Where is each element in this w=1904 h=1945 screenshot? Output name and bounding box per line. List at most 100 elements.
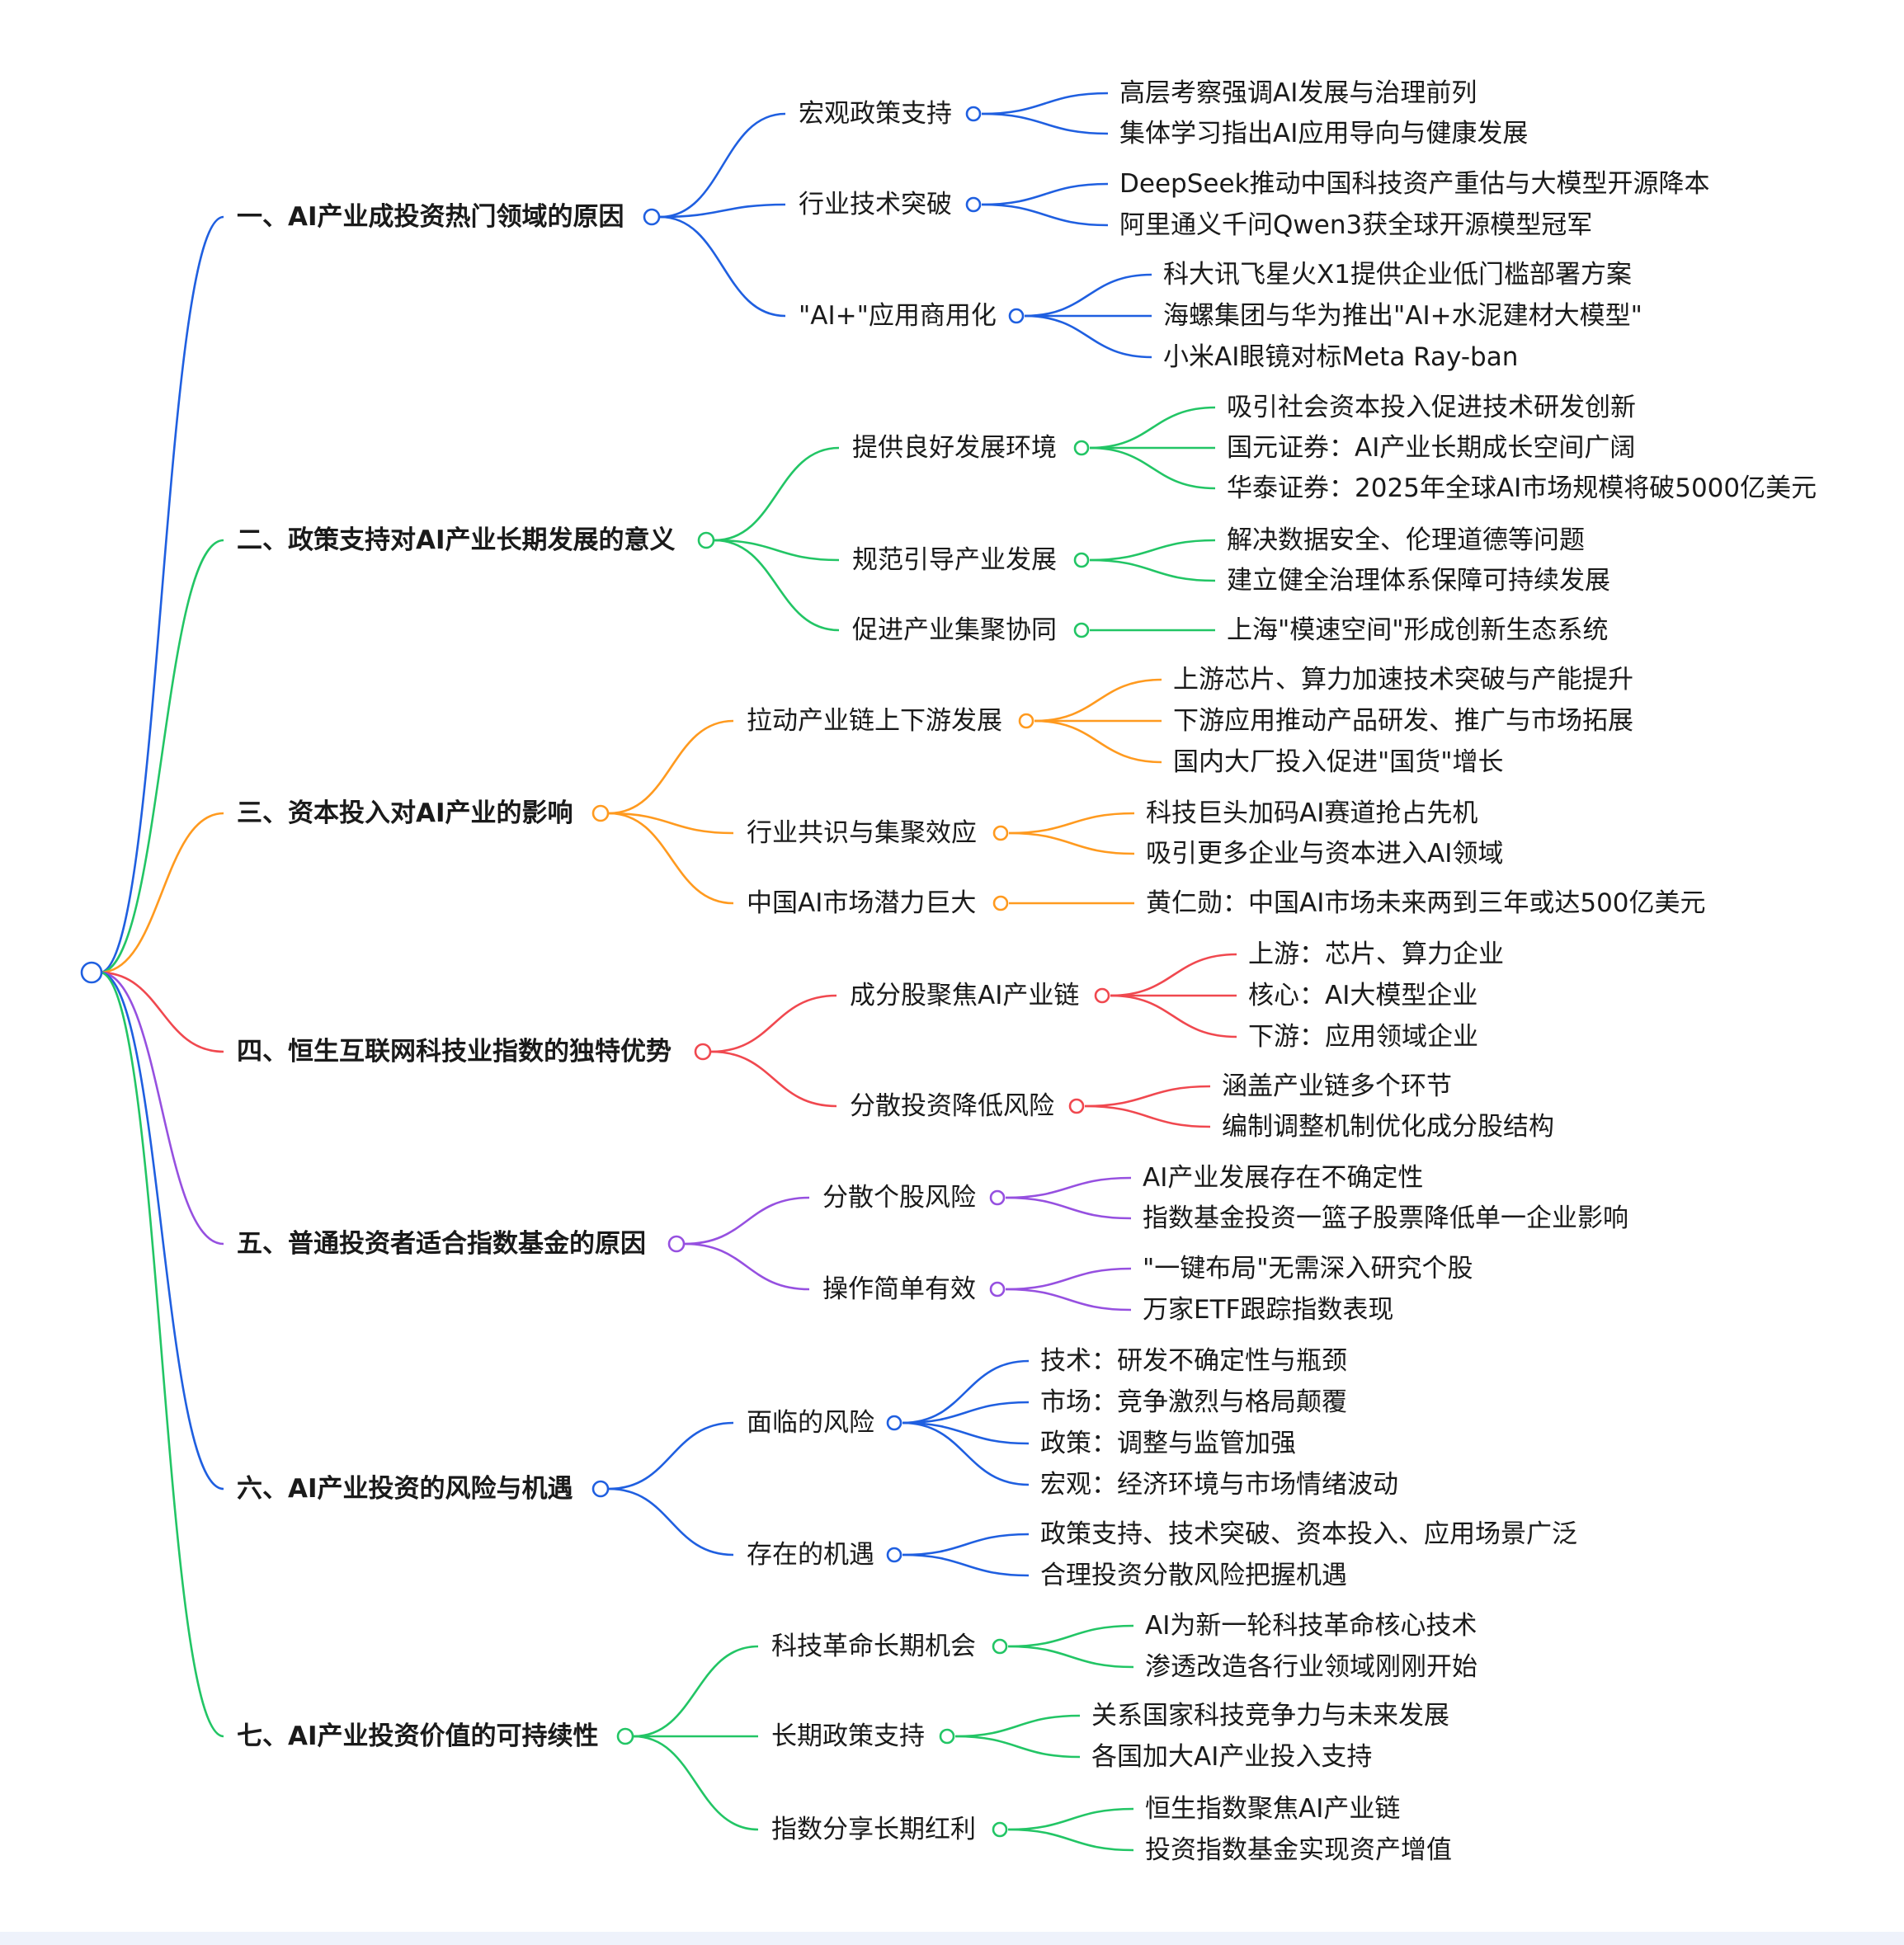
- branch-to-topic-line: [710, 1050, 837, 1108]
- leaf-label: 市场：竞争激烈与格局颠覆: [1040, 1387, 1347, 1417]
- topic-label: 科技革命长期机会: [771, 1632, 976, 1661]
- topic-to-leaf-line: [902, 1359, 1030, 1425]
- topic-node-circle: [965, 106, 982, 122]
- topic-to-leaf-line: [1110, 953, 1237, 997]
- topic-node-circle: [989, 1281, 1006, 1297]
- topic-label: 分散个股风险: [822, 1183, 976, 1213]
- connector-lines: [99, 92, 1237, 1852]
- branch-title: 三、资本投入对AI产业的影响: [237, 798, 573, 828]
- topic-node-circle: [992, 895, 1009, 911]
- branch-to-topic-line: [633, 1735, 759, 1831]
- topic-to-leaf-line: [902, 1401, 1030, 1425]
- root-to-branch-line: [99, 971, 224, 1738]
- topic-label: 提供良好发展环境: [852, 433, 1057, 463]
- leaf-label: 关系国家科技竞争力与未来发展: [1091, 1701, 1449, 1731]
- topic-to-leaf-line: [1089, 446, 1216, 490]
- topic-label: 成分股聚焦AI产业链: [850, 981, 1079, 1010]
- topic-label: 长期政策支持: [771, 1721, 925, 1751]
- branch-title: 四、恒生互联网科技业指数的独特优势: [237, 1037, 672, 1067]
- branch-to-topic-line: [608, 812, 734, 835]
- leaf-label: 吸引社会资本投入促进技术研发创新: [1227, 393, 1636, 422]
- leaf-label: 政策支持、技术突破、资本投入、应用场景广泛: [1040, 1519, 1577, 1549]
- topic-to-leaf-line: [954, 1735, 1081, 1759]
- branch-to-topic-line: [714, 446, 840, 542]
- topic-to-leaf-line: [1089, 406, 1216, 450]
- branch-node-circle: [591, 1480, 610, 1498]
- branch-node-circle: [616, 1727, 634, 1745]
- leaf-label: 科大讯飞星火X1提供企业低门槛部署方案: [1163, 260, 1632, 290]
- leaf-label: 国元证券：AI产业长期成长空间广阔: [1227, 433, 1635, 463]
- leaf-label: 科技巨头加码AI赛道抢占先机: [1146, 798, 1477, 828]
- topic-label: 中国AI市场潜力巨大: [747, 888, 976, 918]
- topic-to-leaf-line: [1007, 1624, 1134, 1648]
- root-to-branch-line: [99, 971, 224, 1053]
- topic-to-leaf-line: [1024, 314, 1152, 359]
- leaf-label: 吸引更多企业与资本进入AI领域: [1146, 839, 1503, 869]
- leaf-label: 海螺集团与华为推出"AI+水泥建材大模型": [1163, 301, 1642, 331]
- topic-to-leaf-line: [1005, 1196, 1132, 1220]
- root-to-branch-line: [99, 215, 224, 974]
- topic-node-circle: [992, 825, 1009, 841]
- mind-map-nodes: 一、AI产业成投资热门领域的原因宏观政策支持高层考察强调AI发展与治理前列集体学…: [80, 78, 1817, 1865]
- branch-title: 五、普通投资者适合指数基金的原因: [237, 1229, 646, 1259]
- topic-node-circle: [886, 1415, 903, 1431]
- topic-to-leaf-line: [954, 1714, 1081, 1738]
- topic-to-leaf-line: [981, 182, 1109, 206]
- topic-to-leaf-line: [1089, 539, 1216, 562]
- leaf-label: 上游芯片、算力加速技术突破与产能提升: [1173, 665, 1633, 695]
- leaf-label: AI为新一轮科技革命核心技术: [1145, 1611, 1477, 1641]
- topic-to-leaf-line: [1084, 1085, 1211, 1108]
- topic-to-leaf-line: [1008, 812, 1135, 835]
- topic-label: 宏观政策支持: [799, 99, 952, 129]
- leaf-label: 投资指数基金实现资产增值: [1145, 1835, 1452, 1865]
- topic-node-circle: [1073, 440, 1090, 456]
- topic-to-leaf-line: [1034, 719, 1162, 764]
- leaf-label: 阿里通义千问Qwen3获全球开源模型冠军: [1119, 210, 1592, 240]
- leaf-label: 下游应用推动产品研发、推广与市场拓展: [1173, 706, 1633, 736]
- topic-to-leaf-line: [1007, 1828, 1134, 1852]
- branch-to-topic-line: [633, 1645, 759, 1738]
- branch-title: 六、AI产业投资的风险与机遇: [237, 1474, 573, 1504]
- topic-to-leaf-line: [1005, 1288, 1132, 1312]
- topic-to-leaf-line: [1007, 1807, 1134, 1831]
- branch-to-topic-line: [710, 994, 837, 1053]
- topic-node-circle: [939, 1728, 955, 1745]
- branch-title: 七、AI产业投资价值的可持续性: [237, 1721, 599, 1751]
- topic-node-circle: [1073, 622, 1090, 638]
- leaf-label: DeepSeek推动中国科技资产重估与大模型开源降本: [1119, 169, 1709, 199]
- leaf-label: 国内大厂投入促进"国货"增长: [1173, 747, 1504, 777]
- leaf-label: 各国加大AI产业投入支持: [1091, 1742, 1372, 1772]
- topic-label: 行业共识与集聚效应: [747, 818, 977, 848]
- branch-to-topic-line: [608, 812, 734, 905]
- topic-label: 促进产业集聚协同: [852, 615, 1057, 645]
- leaf-label: 指数基金投资一篮子股票降低单一企业影响: [1143, 1203, 1628, 1233]
- topic-node-circle: [886, 1547, 903, 1563]
- topic-node-circle: [965, 196, 982, 213]
- leaf-label: 解决数据安全、伦理道德等问题: [1227, 525, 1585, 555]
- branch-node-circle: [643, 208, 661, 226]
- branch-to-topic-line: [608, 1487, 734, 1556]
- topic-to-leaf-line: [981, 112, 1109, 135]
- topic-node-circle: [992, 1638, 1008, 1655]
- branch-node-circle: [591, 804, 610, 822]
- topic-to-leaf-line: [902, 1421, 1030, 1445]
- topic-node-circle: [1068, 1098, 1085, 1114]
- leaf-label: 技术：研发不确定性与瓶颈: [1040, 1346, 1347, 1376]
- leaf-label: 上海"模速空间"形成创新生态系统: [1227, 615, 1609, 645]
- leaf-label: 核心：AI大模型企业: [1248, 981, 1477, 1010]
- topic-to-leaf-line: [902, 1421, 1030, 1486]
- branch-title: 二、政策支持对AI产业长期发展的意义: [237, 525, 676, 555]
- branch-to-topic-line: [714, 539, 840, 562]
- branch-node-circle: [697, 531, 715, 549]
- topic-to-leaf-line: [902, 1553, 1030, 1577]
- leaf-label: "一键布局"无需深入研究个股: [1143, 1254, 1473, 1283]
- topic-label: 面临的风险: [747, 1408, 874, 1438]
- topic-to-leaf-line: [1005, 1267, 1132, 1291]
- branch-node-circle: [667, 1235, 686, 1253]
- topic-label: "AI+"应用商用化: [799, 301, 997, 331]
- branch-to-topic-line: [684, 1242, 810, 1291]
- leaf-label: 华泰证券：2025年全球AI市场规模将破5000亿美元: [1227, 473, 1817, 503]
- leaf-label: 恒生指数聚焦AI产业链: [1145, 1794, 1400, 1824]
- root-to-branch-line: [99, 971, 224, 1246]
- topic-node-circle: [1018, 713, 1034, 729]
